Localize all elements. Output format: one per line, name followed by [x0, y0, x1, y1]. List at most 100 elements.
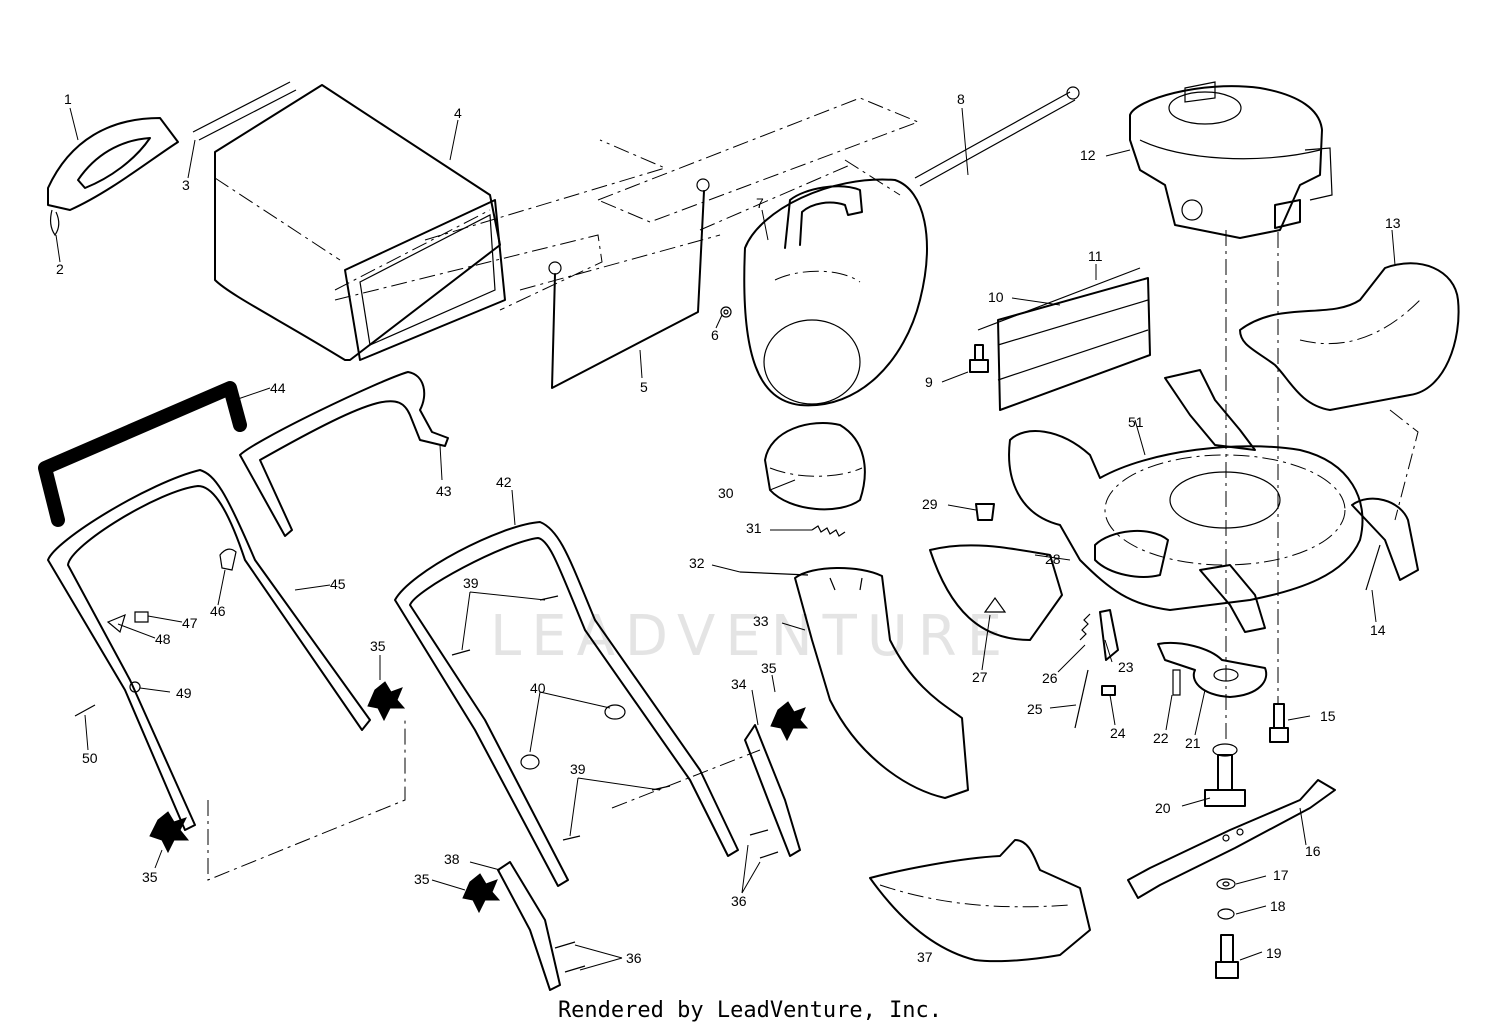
- part-17-washer: [1216, 878, 1236, 890]
- part-26-spring: [1079, 613, 1091, 641]
- callout-15: 15: [1320, 708, 1336, 724]
- part-43-lever: [239, 371, 449, 537]
- part-37-side-discharge-chute: [869, 839, 1091, 963]
- part-22-screw: [1172, 669, 1181, 696]
- part-47-bolt: [134, 611, 149, 623]
- callout-36a: 36: [731, 893, 747, 909]
- callout-3: 3: [182, 177, 190, 193]
- part-51-deck: [1008, 369, 1419, 633]
- callout-35b: 35: [761, 660, 777, 676]
- callout-12: 12: [1080, 147, 1096, 163]
- callout-19: 19: [1266, 945, 1282, 961]
- callout-34: 34: [731, 676, 747, 692]
- part-25-pin: [1074, 669, 1089, 729]
- part-34-bracket: [744, 724, 801, 857]
- callout-26: 26: [1042, 670, 1058, 686]
- part-35-knobs: [149, 681, 809, 914]
- part-2-clip: [49, 209, 60, 237]
- callout-6: 6: [711, 327, 719, 343]
- callout-22: 22: [1153, 730, 1169, 746]
- part-18-lockwasher: [1217, 908, 1235, 920]
- part-23-bracket: [1099, 609, 1119, 661]
- callout-51: 51: [1128, 414, 1144, 430]
- callout-30: 30: [718, 485, 734, 501]
- part-39-bolts: [451, 595, 671, 841]
- part-33-discharge-tube: [794, 567, 969, 799]
- callout-48: 48: [155, 631, 171, 647]
- part-30-mulch-plug: [764, 422, 866, 511]
- callout-44: 44: [270, 380, 286, 396]
- callout-28: 28: [1045, 551, 1061, 567]
- callout-8: 8: [957, 91, 965, 107]
- part-15-bolt: [1269, 703, 1289, 743]
- callout-4: 4: [454, 105, 462, 121]
- callout-24: 24: [1110, 725, 1126, 741]
- callout-35c: 35: [142, 869, 158, 885]
- part-24-nut: [1101, 685, 1116, 696]
- callout-43: 43: [436, 483, 452, 499]
- part-42-lower-handle: [394, 521, 739, 887]
- part-10-rod: [977, 267, 1141, 331]
- footer-credit: Rendered by LeadVenture, Inc.: [557, 998, 943, 1023]
- part-46-clip: [219, 548, 237, 571]
- part-16-blade: [1127, 779, 1336, 899]
- part-19-bolt: [1215, 934, 1239, 979]
- callout-35a: 35: [370, 638, 386, 654]
- callout-5: 5: [640, 379, 648, 395]
- part-50-bolt: [74, 704, 96, 717]
- part-32-pin: [739, 571, 809, 576]
- part-49-nut: [129, 681, 141, 693]
- part-44-grip: [38, 381, 247, 527]
- callout-23: 23: [1118, 659, 1134, 675]
- callout-35d: 35: [414, 871, 430, 887]
- leadventure-watermark: LEADVENTURE: [490, 604, 1012, 669]
- callout-1: 1: [64, 91, 72, 107]
- part-45-upper-handle: [47, 469, 371, 831]
- part-13-mulch-cover: [1239, 262, 1460, 411]
- part-12-engine: [1129, 81, 1333, 239]
- part-27-arrow-label: [983, 596, 1007, 613]
- callout-25: 25: [1027, 701, 1043, 717]
- part-5-wire-frame: [548, 178, 710, 389]
- callout-14: 14: [1370, 622, 1386, 638]
- callout-18: 18: [1270, 898, 1286, 914]
- part-20-adapter: [1204, 743, 1246, 807]
- callout-46: 46: [210, 603, 226, 619]
- callout-50: 50: [82, 750, 98, 766]
- frame-projection: [334, 97, 920, 311]
- alignment-lines: [207, 230, 1419, 881]
- callout-32: 32: [689, 555, 705, 571]
- part-11-rear-flap: [997, 277, 1151, 411]
- callout-36b: 36: [626, 950, 642, 966]
- callout-45: 45: [330, 576, 346, 592]
- callout-38: 38: [444, 851, 460, 867]
- callout-47: 47: [182, 615, 198, 631]
- part-48-clip: [106, 613, 126, 634]
- part-9-bolt: [969, 344, 989, 373]
- part-40-clips: [520, 704, 626, 770]
- callout-33: 33: [753, 613, 769, 629]
- part-7-rear-door: [743, 178, 928, 407]
- callout-13: 13: [1385, 215, 1401, 231]
- part-14-bolt: [1365, 544, 1381, 591]
- part-31-spring: [811, 525, 846, 537]
- callout-21: 21: [1185, 735, 1201, 751]
- callout-27: 27: [972, 669, 988, 685]
- callout-37: 37: [917, 949, 933, 965]
- callout-29: 29: [922, 496, 938, 512]
- callout-labels: 1 2 3 4 5 6 7 8 9 10 11 12 13 14 15 16 1…: [56, 91, 1401, 966]
- callout-20: 20: [1155, 800, 1171, 816]
- callout-11: 11: [1088, 248, 1103, 264]
- part-36-bolts: [554, 829, 779, 973]
- callout-40: 40: [530, 680, 546, 696]
- callout-39a: 39: [463, 575, 479, 591]
- callout-10: 10: [988, 289, 1004, 305]
- callout-17: 17: [1273, 867, 1289, 883]
- part-29-knob: [975, 503, 995, 521]
- callout-49: 49: [176, 685, 192, 701]
- callout-31: 31: [746, 520, 762, 536]
- callout-2: 2: [56, 261, 64, 277]
- leader-lines: [55, 107, 1396, 971]
- callout-39b: 39: [570, 761, 586, 777]
